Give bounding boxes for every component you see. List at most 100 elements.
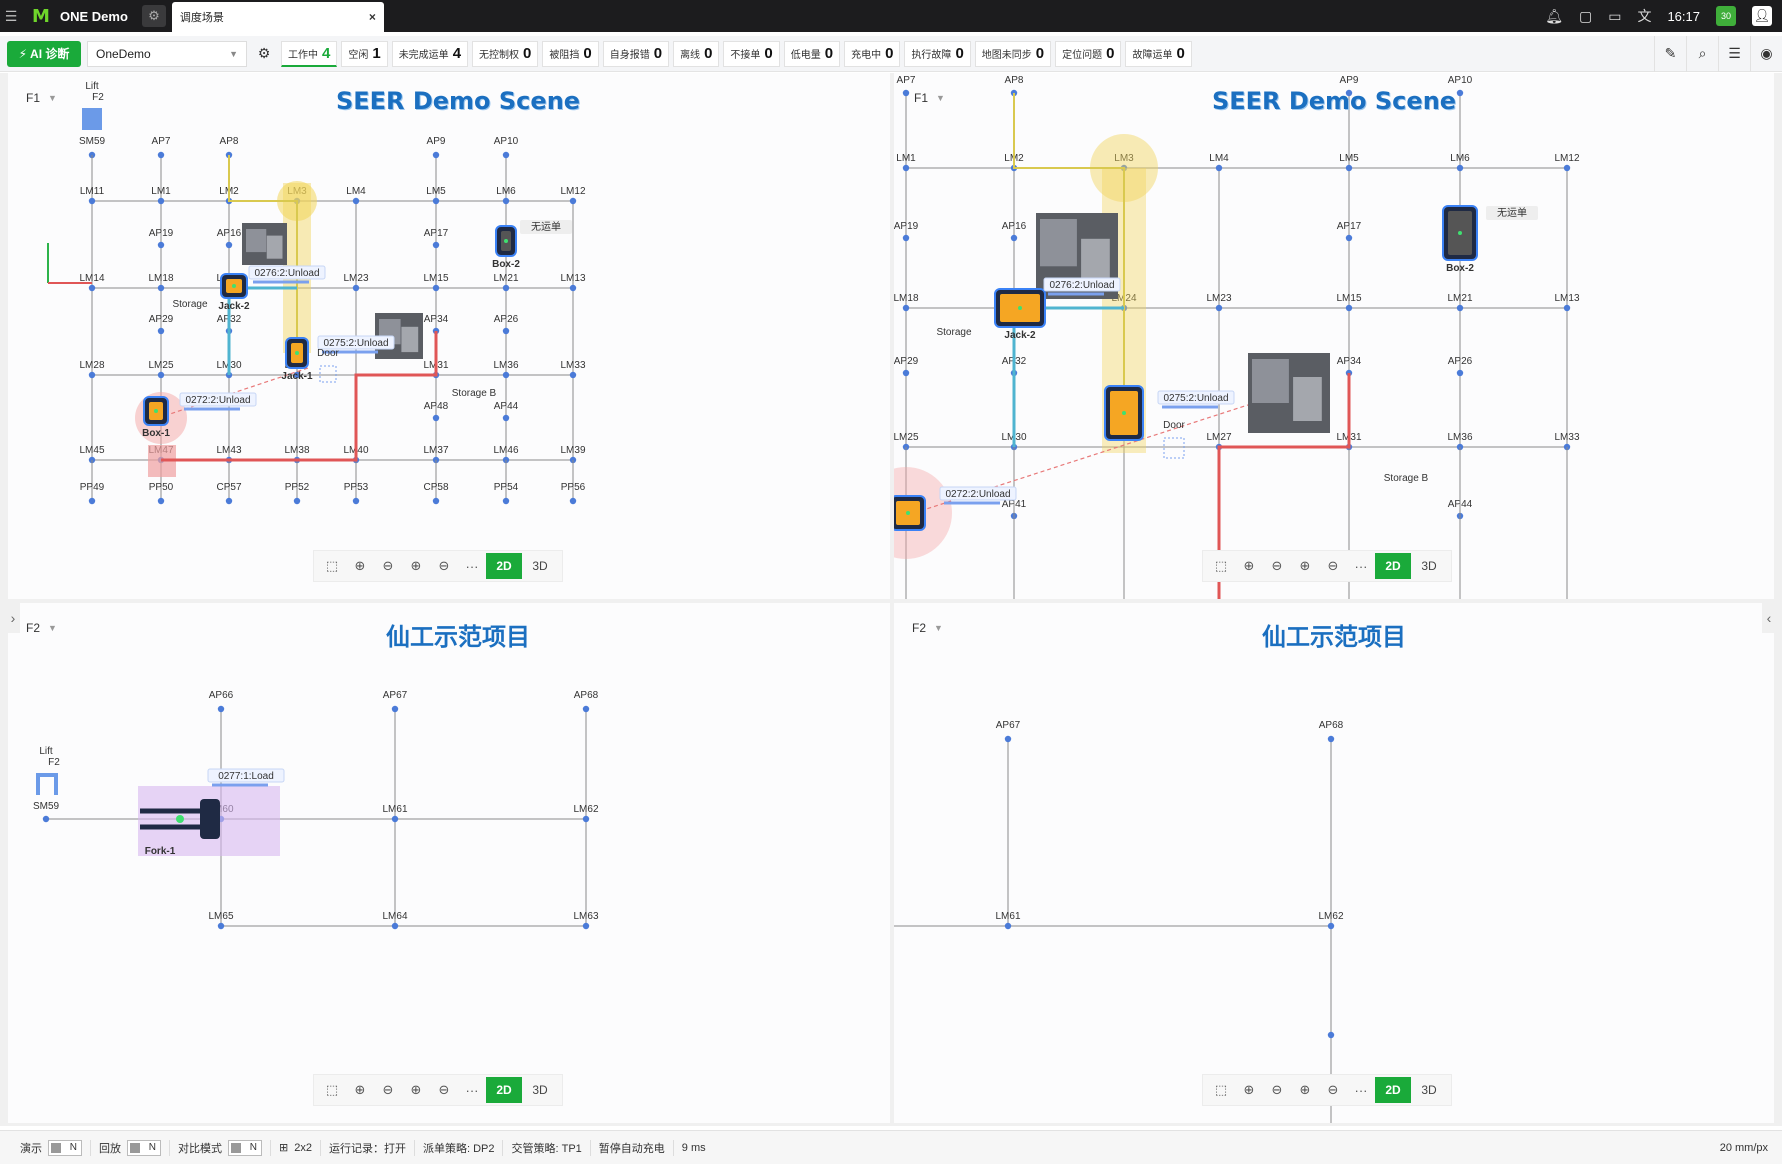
more-icon[interactable]: ···: [465, 558, 479, 574]
map-node[interactable]: [157, 497, 165, 505]
map-node[interactable]: [352, 197, 360, 205]
pause-charge[interactable]: 暂停自动充电: [591, 1139, 674, 1156]
edit-icon[interactable]: ✎: [1654, 35, 1686, 72]
mode-2d-button[interactable]: 2D: [1375, 1077, 1411, 1103]
select-box-icon[interactable]: ⬚: [1214, 1082, 1228, 1097]
map-node[interactable]: [157, 327, 165, 335]
mode-3d-button[interactable]: 3D: [532, 559, 548, 573]
more-icon[interactable]: ···: [465, 1082, 479, 1098]
order-tag[interactable]: [179, 392, 257, 407]
mode-3d-button[interactable]: 3D: [1421, 1083, 1437, 1097]
monitor-icon[interactable]: ▭: [1608, 7, 1622, 24]
close-icon[interactable]: ×: [368, 10, 376, 24]
map-node[interactable]: [432, 151, 440, 159]
map-node[interactable]: [1345, 304, 1353, 312]
zoom-reset-icon[interactable]: ⊖: [1327, 1082, 1339, 1097]
map-node[interactable]: [432, 414, 440, 422]
map-node[interactable]: [88, 497, 96, 505]
calendar-icon[interactable]: 30: [1716, 6, 1736, 26]
map-node[interactable]: [1563, 304, 1571, 312]
map-node[interactable]: [225, 241, 233, 249]
map-node[interactable]: [391, 815, 399, 823]
compare-toggle[interactable]: N: [228, 1139, 262, 1156]
order-tag[interactable]: [207, 768, 285, 783]
chevron-left-icon[interactable]: ‹: [1762, 603, 1776, 633]
map-node[interactable]: [582, 705, 590, 713]
map-node[interactable]: [1327, 922, 1335, 930]
zoom-in-icon[interactable]: ⊕: [354, 1082, 366, 1097]
zoom-in-icon[interactable]: ⊕: [354, 558, 366, 573]
map-node[interactable]: [502, 371, 510, 379]
zoom-reset-icon[interactable]: ⊖: [1327, 558, 1339, 573]
menu-icon[interactable]: ☰: [4, 7, 18, 24]
zoom-out-icon[interactable]: ⊖: [382, 558, 394, 573]
map-node[interactable]: [1010, 234, 1018, 242]
map-node[interactable]: [391, 705, 399, 713]
map-node[interactable]: [502, 327, 510, 335]
mode-2d-button[interactable]: 2D: [1375, 553, 1411, 579]
lift-icon[interactable]: [36, 773, 58, 795]
map-canvas[interactable]: AP7AP8AP9AP10SM59LiftF2LM11LM1LM2LM3LM4L…: [8, 73, 890, 599]
map-node[interactable]: [157, 151, 165, 159]
order-tag[interactable]: [248, 265, 326, 280]
ai-diagnose-button[interactable]: ⚡︎ AI 诊断: [7, 40, 81, 67]
map-node[interactable]: [157, 197, 165, 205]
floor-select[interactable]: F1▼: [26, 91, 57, 105]
map-node[interactable]: [217, 922, 225, 930]
map-node[interactable]: [1456, 304, 1464, 312]
bell-icon[interactable]: 🔔︎: [1545, 7, 1563, 24]
map-node[interactable]: [582, 922, 590, 930]
door-icon[interactable]: [1163, 437, 1185, 459]
robot-fork1[interactable]: [200, 799, 220, 839]
map-node[interactable]: [569, 284, 577, 292]
map-node[interactable]: [225, 497, 233, 505]
project-select[interactable]: OneDemo ▼: [87, 40, 247, 67]
zoom-fit-icon[interactable]: ⊕: [1299, 1082, 1311, 1097]
floor-select[interactable]: F2▼: [912, 621, 943, 635]
map-node[interactable]: [1345, 89, 1353, 97]
zoom-out-icon[interactable]: ⊖: [1271, 558, 1283, 573]
map-node[interactable]: [1456, 369, 1464, 377]
map-node[interactable]: [432, 197, 440, 205]
user-icon[interactable]: 👤︎: [1752, 6, 1772, 26]
select-box-icon[interactable]: ⬚: [1214, 558, 1228, 573]
map-node[interactable]: [88, 371, 96, 379]
map-node[interactable]: [432, 284, 440, 292]
map-node[interactable]: [502, 151, 510, 159]
map-node[interactable]: [42, 815, 50, 823]
map-node[interactable]: [1456, 164, 1464, 172]
zoom-fit-icon[interactable]: ⊕: [410, 558, 422, 573]
map-node[interactable]: [569, 497, 577, 505]
map-node[interactable]: [352, 497, 360, 505]
map-node[interactable]: [88, 197, 96, 205]
layout-switch[interactable]: ⊞ 2x2: [271, 1139, 321, 1156]
translate-icon[interactable]: 文: [1637, 8, 1652, 24]
run-log[interactable]: 运行记录：打开: [321, 1139, 415, 1156]
map-node[interactable]: [1327, 735, 1335, 743]
map-node[interactable]: [293, 497, 301, 505]
zoom-in-icon[interactable]: ⊕: [1243, 558, 1255, 573]
door-icon[interactable]: [319, 365, 337, 383]
select-box-icon[interactable]: ⬚: [325, 1082, 339, 1097]
map-node[interactable]: [293, 371, 301, 379]
map-node[interactable]: [157, 241, 165, 249]
map-node[interactable]: [157, 284, 165, 292]
replay-toggle[interactable]: N: [127, 1139, 161, 1156]
zoom-reset-icon[interactable]: ⊖: [438, 558, 450, 573]
more-icon[interactable]: ···: [1354, 558, 1368, 574]
map-node[interactable]: [1345, 234, 1353, 242]
map-node[interactable]: [569, 371, 577, 379]
demo-toggle[interactable]: N: [48, 1139, 82, 1156]
map-node[interactable]: [582, 815, 590, 823]
map-node[interactable]: [432, 497, 440, 505]
zoom-fit-icon[interactable]: ⊕: [410, 1082, 422, 1097]
